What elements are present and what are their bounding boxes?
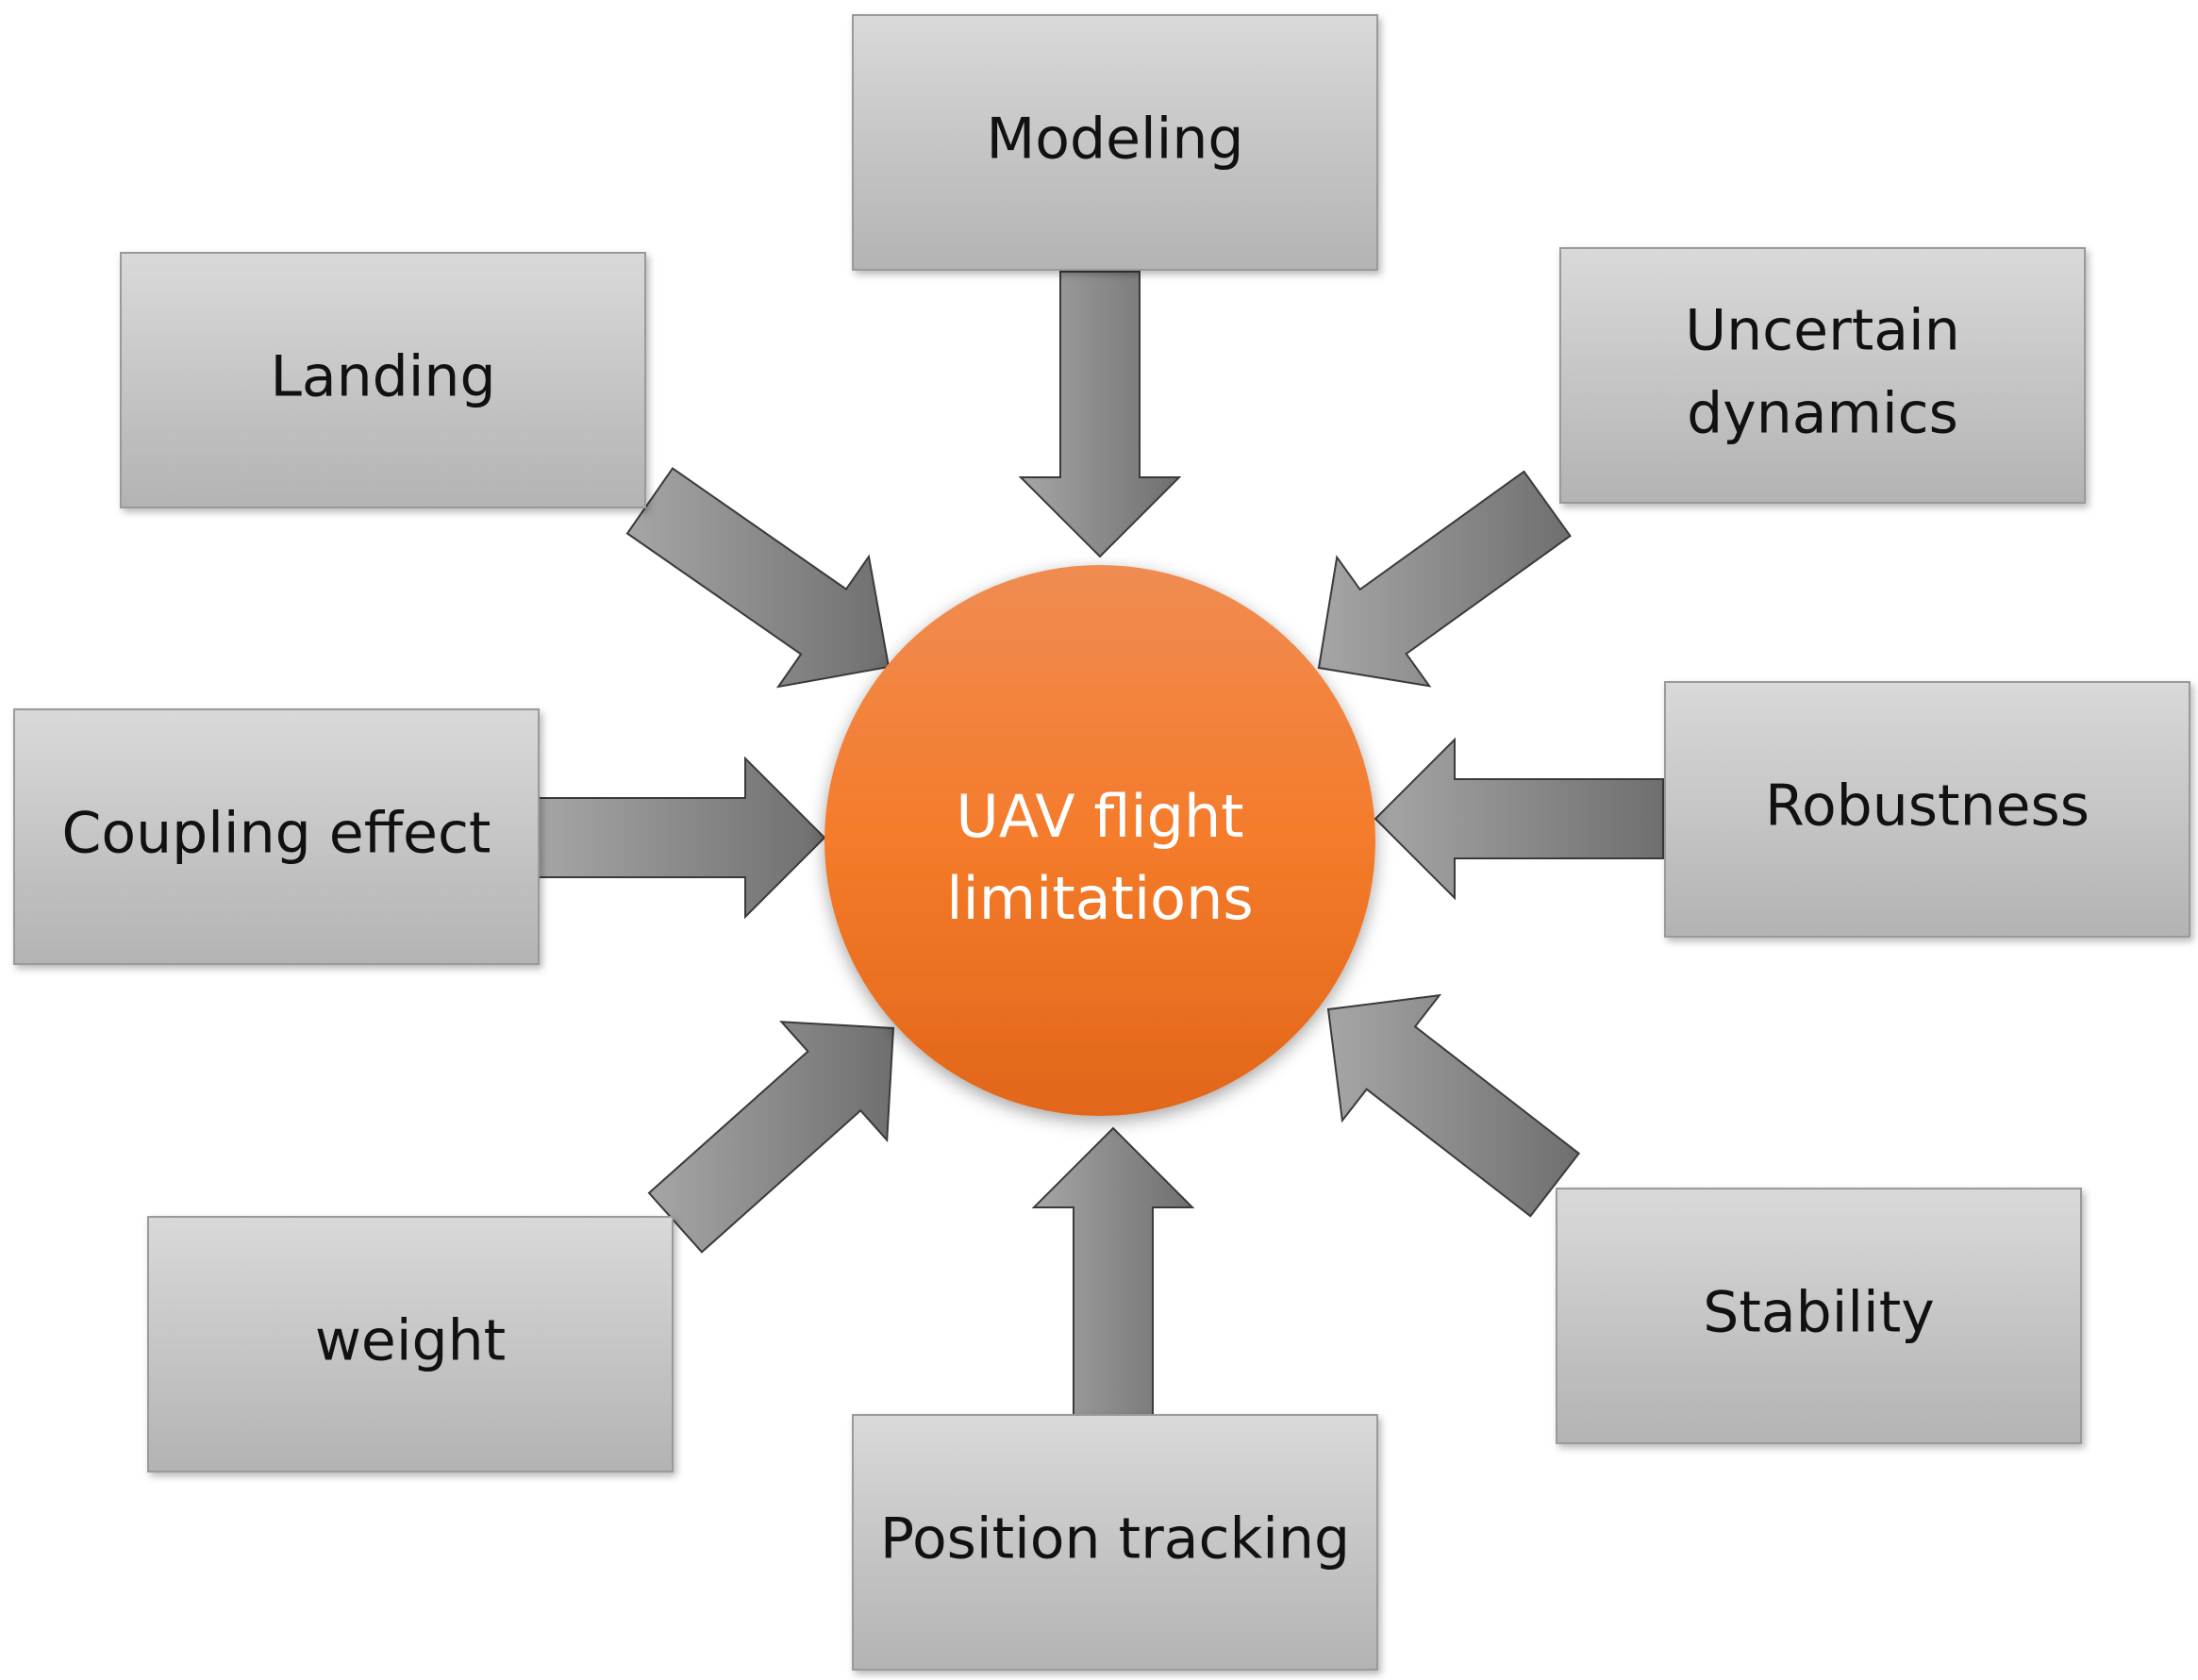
uncertain-dynamics-label-line-2: dynamics bbox=[1687, 381, 1958, 447]
center-label-line-2: limitations bbox=[946, 864, 1253, 933]
position-tracking-node: Position tracking bbox=[852, 1414, 1378, 1671]
arrows-layer bbox=[536, 271, 1664, 1418]
weight-box bbox=[147, 1216, 674, 1472]
center-label-line-1: UAV flight bbox=[956, 782, 1243, 851]
modeling-label: Modeling bbox=[987, 107, 1244, 173]
stability-label: Stability bbox=[1703, 1280, 1935, 1346]
robustness-arrow bbox=[1374, 737, 1664, 901]
uncertain-dynamics-arrow bbox=[1317, 470, 1572, 688]
stability-arrow bbox=[1326, 993, 1581, 1218]
uncertain-dynamics-label-line-1: Uncertain bbox=[1685, 298, 1960, 364]
modeling-box bbox=[852, 14, 1378, 271]
weight-arrow bbox=[647, 1021, 895, 1254]
landing-box bbox=[120, 252, 646, 508]
uncertain-dynamics-box bbox=[1559, 247, 2086, 504]
stability-box bbox=[1556, 1188, 2082, 1444]
position-tracking-arrow bbox=[1031, 1126, 1195, 1418]
landing-label: Landing bbox=[270, 344, 495, 410]
robustness-box bbox=[1664, 681, 2190, 938]
position-tracking-box bbox=[852, 1414, 1378, 1671]
weight-label: weight bbox=[315, 1308, 506, 1374]
coupling-effect-node: Coupling effect bbox=[13, 708, 540, 965]
robustness-node: Robustness bbox=[1664, 681, 2190, 938]
coupling-effect-label: Coupling effect bbox=[62, 801, 491, 867]
landing-arrow bbox=[625, 467, 891, 689]
coupling-effect-box bbox=[13, 708, 540, 965]
weight-node: weight bbox=[147, 1216, 674, 1472]
stability-node: Stability bbox=[1556, 1188, 2082, 1444]
robustness-label: Robustness bbox=[1765, 773, 2090, 840]
uncertain-dynamics-node: Uncertain dynamics bbox=[1559, 247, 2086, 504]
coupling-effect-arrow bbox=[536, 756, 826, 920]
modeling-node: Modeling bbox=[852, 14, 1378, 271]
position-tracking-label: Position tracking bbox=[880, 1506, 1350, 1572]
landing-node: Landing bbox=[120, 252, 646, 508]
center-circle bbox=[824, 565, 1375, 1116]
modeling-arrow bbox=[1018, 271, 1182, 558]
center-node: UAV flight limitations bbox=[824, 565, 1375, 1116]
